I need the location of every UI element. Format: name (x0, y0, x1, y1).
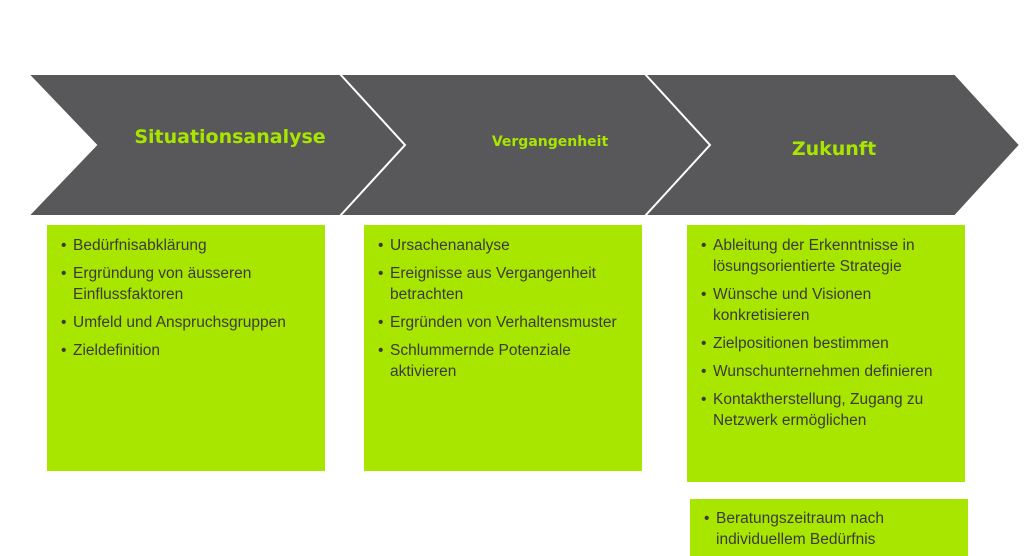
list-item: Ergründung von äusseren Einflussfaktoren (61, 263, 311, 305)
list-item: Ursachenanalyse (378, 235, 628, 256)
list-item: Schlummernde Potenziale aktivieren (378, 340, 628, 382)
list-item: Umfeld und Anspruchsgruppen (61, 312, 311, 333)
box-beratungszeitraum: Beratungszeitraum nach individuellem Bed… (690, 499, 968, 556)
list-item: Kontaktherstellung, Zugang zu Netzwerk e… (701, 389, 951, 431)
bullet-list: Beratungszeitraum nach individuellem Bed… (704, 508, 954, 550)
box-vergangenheit: Ursachenanalyse Ereignisse aus Vergangen… (364, 225, 642, 471)
list-item: Wunschunternehmen definieren (701, 361, 951, 382)
step-title-vergangenheit: Vergangenheit (492, 134, 609, 150)
list-item: Zielpositionen bestimmen (701, 333, 951, 354)
list-item: Beratungszeitraum nach individuellem Bed… (704, 508, 954, 550)
step-title-zukunft: Zukunft (792, 138, 876, 160)
step-title-situationsanalyse: Situationsanalyse (134, 126, 325, 148)
list-item: Zieldefinition (61, 340, 311, 361)
list-item: Ergründen von Verhaltensmuster (378, 312, 628, 333)
list-item: Bedürfnisabklärung (61, 235, 311, 256)
chevron-zukunft (642, 73, 1022, 217)
list-item: Ableitung der Erkenntnisse in lösungsori… (701, 235, 951, 277)
box-zukunft: Ableitung der Erkenntnisse in lösungsori… (687, 225, 965, 482)
list-item: Wünsche und Visionen konkretisieren (701, 284, 951, 326)
box-situationsanalyse: Bedürfnisabklärung Ergründung von äusser… (47, 225, 325, 471)
bullet-list: Ursachenanalyse Ereignisse aus Vergangen… (378, 235, 628, 382)
bullet-list: Ableitung der Erkenntnisse in lösungsori… (701, 235, 951, 431)
bullet-list: Bedürfnisabklärung Ergründung von äusser… (61, 235, 311, 361)
list-item: Ereignisse aus Vergangenheit betrachten (378, 263, 628, 305)
